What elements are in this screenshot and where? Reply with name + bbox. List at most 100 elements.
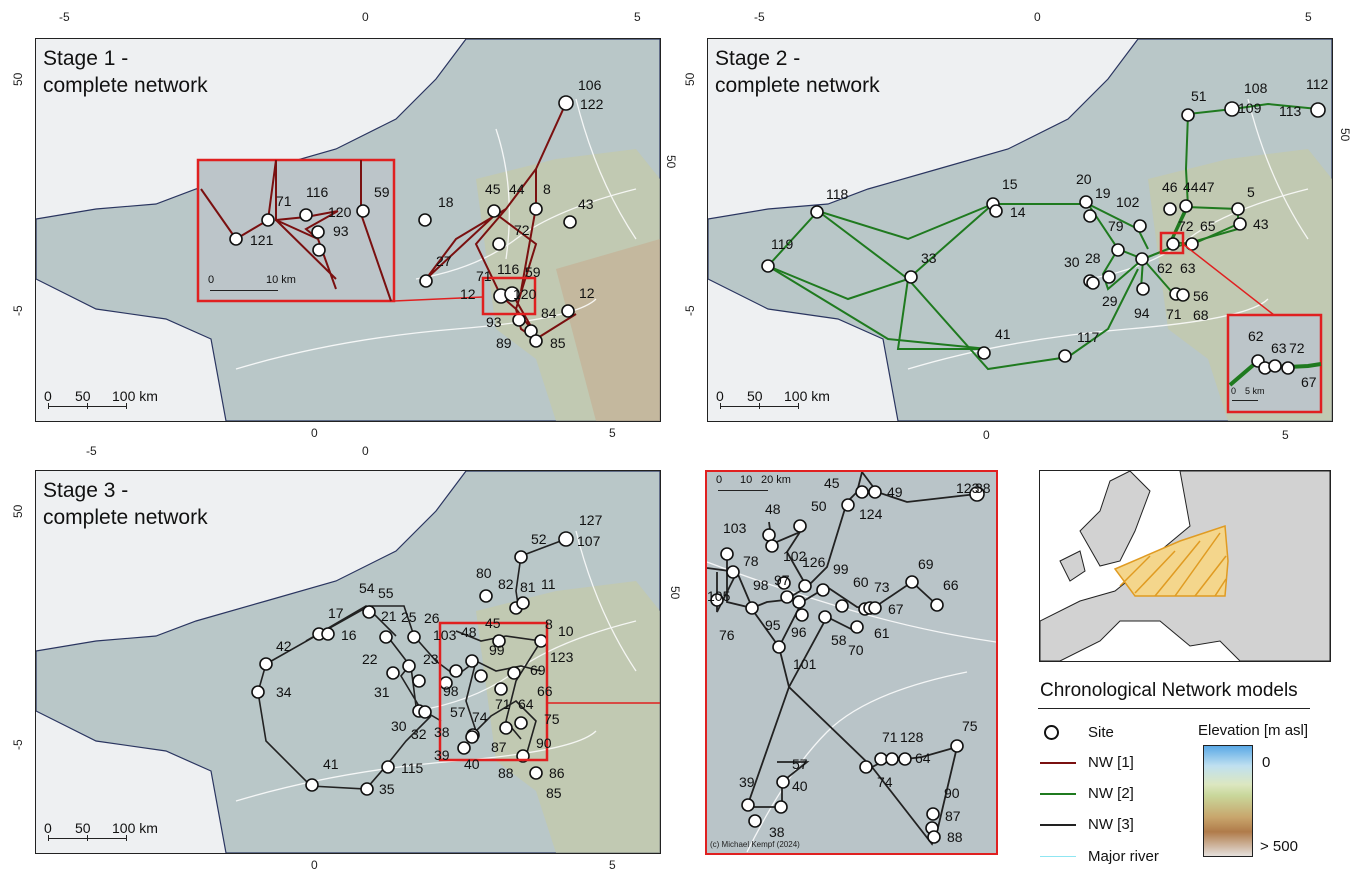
stage3-map-panel: Stage 3 -complete network 127 107 52 8 0 … [35, 470, 661, 854]
site-label: 26 [424, 610, 440, 626]
site-label: 40 [464, 756, 480, 772]
site-label: 21 [381, 608, 397, 624]
site-label: 75 [544, 711, 560, 727]
site-label: 128 [900, 729, 924, 745]
site-label: 45 [485, 181, 501, 197]
terrain-high [476, 581, 660, 853]
site-label: 34 [276, 684, 292, 700]
stage2-map-canvas [708, 39, 1332, 421]
site-label: 41 [995, 326, 1011, 342]
main-scalebar: 0 50 100 km [44, 820, 164, 846]
site-label: 32 [411, 726, 427, 742]
site-label: 115 [401, 760, 424, 776]
main-scalebar: 0 50 100 km [716, 388, 836, 414]
inset2-locator [1159, 231, 1185, 255]
site-label: 105 [707, 588, 731, 604]
site-label: 71 [276, 193, 292, 209]
site-label: 106 [578, 77, 602, 93]
site-label: 39 [434, 747, 450, 763]
site-label: 55 [378, 585, 394, 601]
site-label: 97 [774, 572, 790, 588]
site-label: 41 [323, 756, 339, 772]
inset3-locator [438, 621, 549, 762]
site-label: 28 [1085, 250, 1101, 266]
site-label: 75 [962, 718, 978, 734]
legend-river: Major river [1040, 846, 1159, 866]
site-label: 46 [1162, 179, 1178, 195]
site-label: 88 [947, 829, 963, 845]
site-label: 25 [401, 609, 417, 625]
site-label: 82 [498, 576, 514, 592]
site-label: 84 [541, 305, 557, 321]
site-label: 89 [496, 335, 512, 351]
site-label: 48 [765, 501, 781, 517]
site-label: 124 [859, 506, 883, 522]
site-label: 35 [379, 781, 395, 797]
stage1-title: Stage 1 -complete network [43, 47, 208, 97]
site-markers [761, 101, 1326, 363]
site-label: 71 [1166, 306, 1182, 322]
site-label: 5 [1247, 184, 1255, 200]
site-label: 103 [723, 520, 747, 536]
site-label: 72 [1289, 340, 1305, 356]
elevation-title: Elevation [m asl] [1198, 722, 1309, 739]
site-label: 85 [546, 785, 562, 801]
site-label: 62 [1157, 260, 1173, 276]
site-label: 63 [1180, 260, 1196, 276]
legend-nw1: NW [1] [1040, 752, 1134, 772]
site-label: 87 [945, 808, 961, 824]
site-label: 38 [975, 480, 991, 496]
site-label: 80 [476, 565, 492, 581]
site-label: 61 [874, 625, 890, 641]
site-markers [251, 531, 574, 796]
elevation-gradient [1203, 745, 1253, 857]
site-label: 10 [558, 623, 574, 639]
site-label: 93 [486, 314, 502, 330]
site-label: 44 [509, 181, 525, 197]
stage1-map-panel: Stage 1 -complete network 106 122 18 45 … [35, 38, 661, 422]
site-label: 23 [423, 651, 439, 667]
site-label: 64 [915, 750, 931, 766]
site-label: 59 [525, 264, 541, 280]
overview-canvas [1040, 471, 1330, 661]
site-label: 108 [1244, 80, 1268, 96]
site-label: 38 [434, 724, 450, 740]
inset3-scalebar: 0 10 20 km [716, 474, 806, 496]
inset3-canvas [707, 472, 996, 853]
site-label: 40 [792, 778, 808, 794]
site-label: 86 [549, 765, 565, 781]
site-label: 54 [359, 580, 375, 596]
site-label: 88 [498, 765, 514, 781]
elevation-low-label: 0 [1262, 754, 1271, 771]
site-label: 120 [513, 286, 537, 302]
site-label: 33 [921, 250, 937, 266]
site-label: 19 [1095, 185, 1111, 201]
site-label: 42 [276, 638, 292, 654]
europe-overview-map [1039, 470, 1331, 662]
inset2-scalebar: 0 5 km [1231, 386, 1291, 408]
site-label: 76 [719, 627, 735, 643]
inset1-scalebar: 0 10 km [208, 274, 328, 296]
site-label: 98 [443, 683, 459, 699]
site-label: 62 [1248, 328, 1264, 344]
site-label: 22 [362, 651, 378, 667]
site-label: 116 [497, 261, 520, 277]
site-label: 126 [802, 554, 826, 570]
site-label: 102 [783, 548, 807, 564]
site-label: 81 [520, 579, 536, 595]
site-label: 52 [531, 531, 547, 547]
site-label: 96 [791, 624, 807, 640]
site-label: 8 [545, 616, 553, 632]
site-label: 66 [537, 683, 553, 699]
site-label: 95 [765, 617, 781, 633]
site-label: 78 [743, 553, 759, 569]
site-label: 107 [577, 533, 601, 549]
site-label: 127 [579, 512, 603, 528]
site-label: 44 [1183, 179, 1199, 195]
site-label: 93 [333, 223, 349, 239]
main-scalebar: 0 50 100 km [44, 388, 164, 414]
stage3-title: Stage 3 -complete network [43, 479, 208, 529]
site-label: 57 [450, 704, 466, 720]
legend-nw3: NW [3] [1040, 814, 1134, 834]
site-label: 103 [433, 627, 457, 643]
